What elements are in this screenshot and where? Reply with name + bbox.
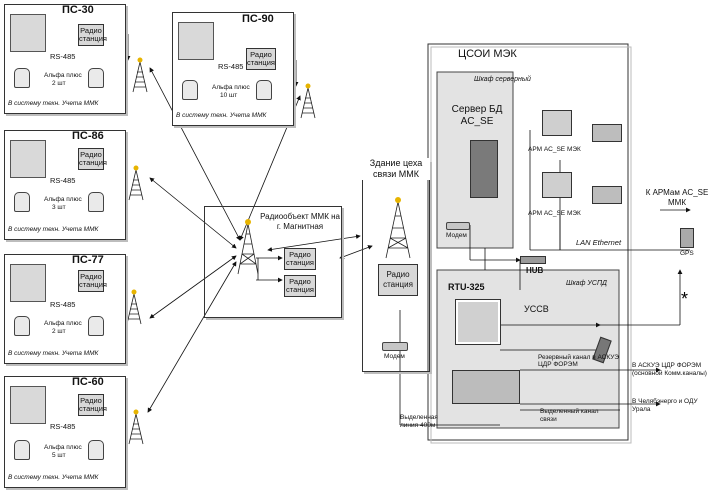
station-title: ПС-90 bbox=[242, 13, 274, 25]
hub-label: HUB bbox=[526, 266, 544, 275]
modem-label: Модем bbox=[384, 353, 405, 360]
meter-cabinet bbox=[10, 14, 46, 52]
meter-icon bbox=[88, 440, 104, 460]
radio-station: Радио станция bbox=[246, 48, 276, 70]
printer-icon bbox=[592, 124, 622, 142]
station-note: В систему техн. Учета ММК bbox=[8, 226, 99, 233]
station-note: В систему техн. Учета ММК bbox=[176, 112, 267, 119]
workstation-icon bbox=[542, 110, 572, 136]
meter-model: Альфа плюс bbox=[44, 196, 82, 203]
station-ps86 bbox=[4, 130, 126, 240]
bus-label: RS-485 bbox=[50, 176, 76, 185]
to-arms-label: К АРМам AC_SE ММК bbox=[645, 188, 709, 207]
station-note: В систему техн. Учета ММК bbox=[8, 100, 99, 107]
meter-model: Альфа плюс bbox=[44, 72, 82, 79]
meter-icon bbox=[14, 68, 30, 88]
meter-icon bbox=[182, 80, 198, 100]
reserve-label: Резервный канал в АСКУЭ ЦДР ФОРЭМ bbox=[538, 354, 619, 368]
station-note: В систему техн. Учета ММК bbox=[8, 350, 99, 357]
rtu-device bbox=[455, 299, 501, 345]
modem-label: Модем bbox=[446, 232, 467, 239]
meter-icon bbox=[14, 192, 30, 212]
meter-count: 2 шт bbox=[52, 328, 66, 335]
uspd-label: Шкаф УСПД bbox=[566, 280, 607, 287]
meter-icon bbox=[88, 316, 104, 336]
radioobject-box bbox=[204, 206, 342, 318]
modem-rack bbox=[452, 370, 520, 404]
bus-label: RS-485 bbox=[50, 52, 76, 61]
meter-count: 3 шт bbox=[52, 204, 66, 211]
meter-model: Альфа плюс bbox=[212, 84, 250, 91]
meter-icon bbox=[88, 68, 104, 88]
meter-icon bbox=[88, 192, 104, 212]
gps-icon bbox=[680, 228, 694, 248]
radio-station: Радио станция bbox=[378, 264, 418, 296]
meter-icon bbox=[14, 316, 30, 336]
building-title: Здание цеха связи ММК bbox=[362, 158, 430, 180]
radio-station: Радио станция bbox=[78, 148, 107, 170]
ussv-label: УССВ bbox=[524, 304, 549, 314]
tower-icons bbox=[126, 57, 411, 445]
meter-count: 2 шт bbox=[52, 80, 66, 87]
meter-icon bbox=[14, 440, 30, 460]
server-title: Сервер БД AC_SE bbox=[451, 104, 503, 127]
radio-station: Радио станция bbox=[78, 24, 107, 46]
dedicated-channel-label: Выделенный канал связи bbox=[540, 408, 599, 423]
station-title: ПС-77 bbox=[72, 254, 104, 266]
bus-label: RS-485 bbox=[50, 300, 76, 309]
radio-station: Радио станция bbox=[284, 248, 316, 270]
station-note: В систему техн. Учета ММК bbox=[8, 474, 99, 481]
server-icon bbox=[470, 140, 498, 198]
printer-icon bbox=[592, 186, 622, 204]
asterisk-marker: * bbox=[681, 289, 688, 309]
radioobject-title: Радиообъект ММК на г. Магнитная bbox=[260, 212, 340, 231]
radio-station: Радио станция bbox=[284, 275, 316, 297]
arm-label: АРМ AC_SE МЭК bbox=[528, 210, 581, 217]
meter-count: 5 шт bbox=[52, 452, 66, 459]
radio-station: Радио станция bbox=[78, 394, 107, 416]
to-cdr-label: В АСКУЭ ЦДР ФОРЭМ (основной Комм.каналы) bbox=[632, 362, 707, 377]
hub-icon bbox=[520, 256, 546, 264]
meter-cabinet bbox=[10, 386, 46, 424]
to-chel-label: В Челябэнерго и ОДУ Урала bbox=[632, 398, 698, 413]
meter-model: Альфа плюс bbox=[44, 444, 82, 451]
lan-label: LAN Ethernet bbox=[576, 238, 622, 247]
meter-model: Альфа плюс bbox=[44, 320, 82, 327]
modem-icon bbox=[382, 342, 408, 351]
bus-label: RS-485 bbox=[50, 422, 76, 431]
station-title: ПС-60 bbox=[72, 376, 104, 388]
csoi-title: ЦСОИ МЭК bbox=[458, 48, 517, 60]
gps-label: GPS bbox=[680, 250, 694, 257]
radio-station: Радио станция bbox=[78, 270, 107, 292]
bus-label: RS-485 bbox=[218, 62, 244, 71]
meter-count: 10 шт bbox=[220, 92, 238, 99]
modem-icon bbox=[446, 222, 470, 230]
station-title: ПС-86 bbox=[72, 130, 104, 142]
server-cabinet-label: Шкаф серверный bbox=[474, 76, 531, 83]
arm-label: АРМ AC_SE МЭК bbox=[528, 146, 581, 153]
meter-icon bbox=[256, 80, 272, 100]
rtu-label: RTU-325 bbox=[448, 282, 485, 292]
station-title: ПС-30 bbox=[62, 4, 94, 16]
meter-cabinet bbox=[10, 140, 46, 178]
meter-cabinet bbox=[178, 22, 214, 60]
workstation-icon bbox=[542, 172, 572, 198]
meter-cabinet bbox=[10, 264, 46, 302]
dedicated-line-label: Выделенная линия 400м bbox=[400, 414, 438, 429]
